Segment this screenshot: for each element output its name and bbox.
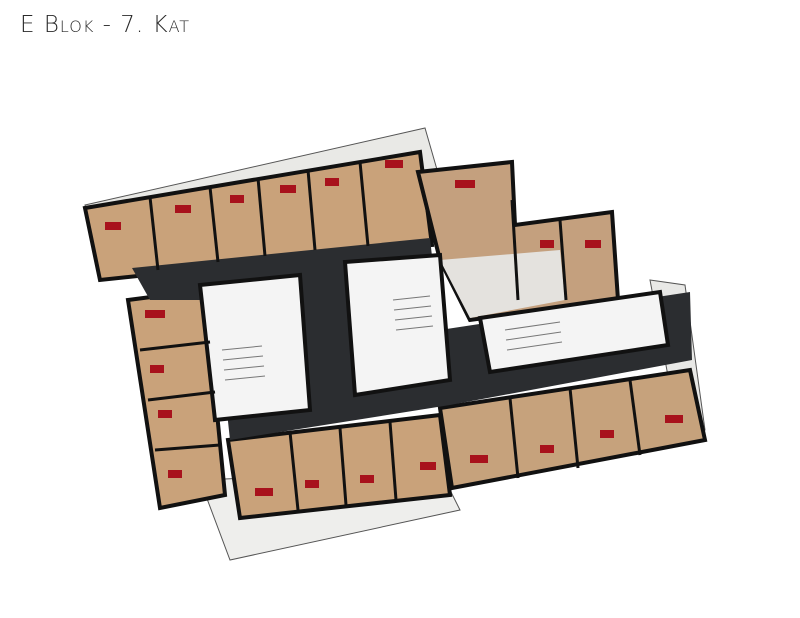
units-lower-right — [437, 367, 708, 491]
room-partitions — [139, 161, 642, 511]
lobby-area — [440, 250, 565, 318]
page-title: E Blok - 7. Kat — [20, 12, 191, 38]
stair-icon — [221, 295, 563, 381]
core-right — [477, 289, 671, 375]
core-left — [197, 272, 313, 423]
core-middle — [342, 252, 453, 398]
furniture — [105, 160, 683, 496]
